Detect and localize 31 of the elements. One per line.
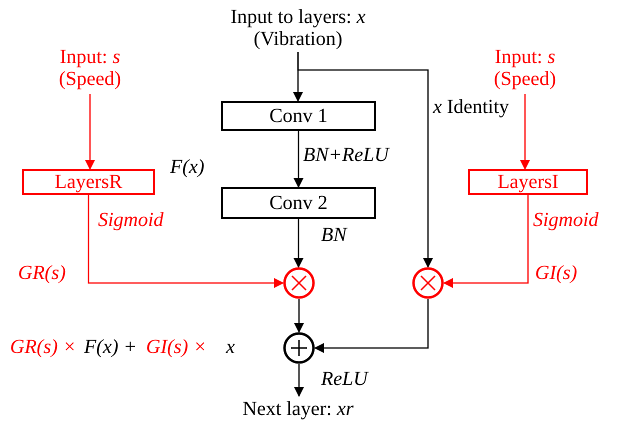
function-label: F(x)	[170, 156, 204, 178]
multiply-node	[412, 267, 444, 299]
formula-term: GI(s) ×	[146, 336, 207, 358]
arrow	[520, 94, 530, 170]
arrow	[443, 195, 529, 288]
multiply-node	[283, 267, 315, 299]
arrow	[85, 94, 95, 170]
text-label: Input: s (Speed)	[30, 42, 150, 94]
process-box: LayersI	[468, 169, 588, 195]
text-label: Next layer: xr	[223, 396, 373, 422]
arrow	[88, 195, 284, 288]
process-box: Conv 2	[221, 187, 376, 219]
arrow	[294, 299, 304, 333]
formula-term: GR(s) ×	[10, 336, 76, 358]
edge-label: x Identity	[430, 96, 512, 118]
arrow	[294, 131, 304, 188]
edge-label: Sigmoid	[97, 209, 165, 231]
gate-label: GI(s)	[535, 262, 578, 284]
gate-label: GR(s)	[18, 262, 66, 284]
sum-node	[283, 332, 315, 364]
formula-term: F(x) +	[84, 336, 137, 358]
arrow	[294, 219, 304, 268]
text-label: Input to layers: x (Vibration)	[203, 4, 393, 52]
process-box: LayersR	[22, 169, 155, 195]
text-label: Input: s (Speed)	[465, 42, 585, 94]
formula-term: x	[226, 336, 235, 358]
arrow	[294, 364, 304, 397]
process-box: Conv 1	[221, 101, 376, 131]
arrow	[297, 52, 433, 268]
arrow	[314, 299, 429, 353]
edge-label: Sigmoid	[532, 209, 600, 231]
